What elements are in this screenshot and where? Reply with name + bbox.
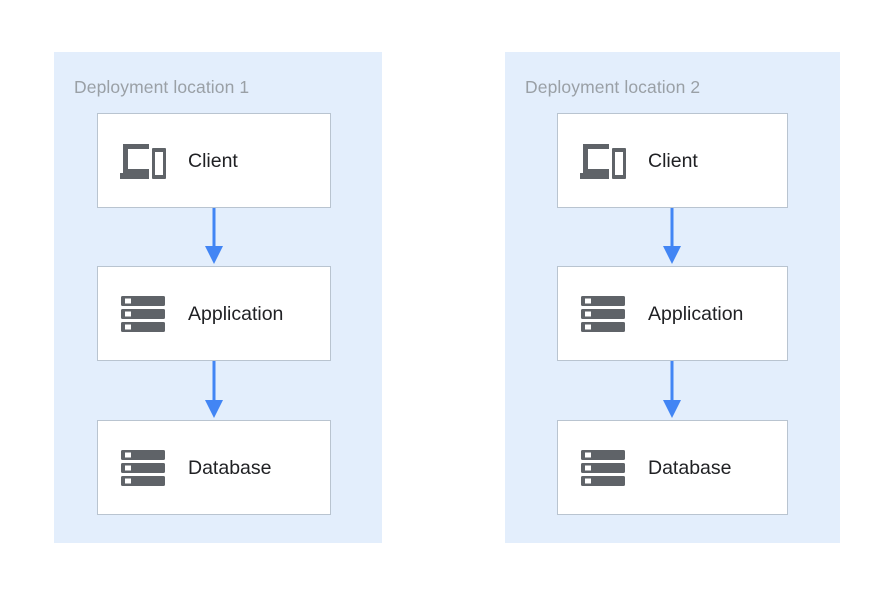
- zone-2-arrow-client-to-application: [660, 208, 684, 266]
- zone-1-label: Deployment location 1: [74, 77, 250, 97]
- zone-1-node-database[interactable]: Database: [97, 420, 331, 515]
- zone-1-node-application[interactable]: Application: [97, 266, 331, 361]
- zone-1-node-application-label: Application: [188, 302, 284, 325]
- zone-2-label: Deployment location 2: [525, 77, 701, 97]
- zone-2-node-database[interactable]: Database: [557, 420, 788, 515]
- zone-1-node-client[interactable]: Client: [97, 113, 331, 208]
- devices-icon: [576, 137, 630, 185]
- zone-1-node-client-label: Client: [188, 149, 238, 172]
- zone-2-node-application-label: Application: [648, 302, 744, 325]
- zone-2-node-application[interactable]: Application: [557, 266, 788, 361]
- zone-2-arrow-application-to-database: [660, 361, 684, 420]
- server-stack-icon: [116, 444, 170, 492]
- zone-1-node-database-label: Database: [188, 456, 272, 479]
- zone-2-node-client[interactable]: Client: [557, 113, 788, 208]
- deployment-zone-2: Deployment location 2 Client: [505, 52, 840, 543]
- deployment-zone-1: Deployment location 1 Client: [54, 52, 382, 543]
- zone-2-node-client-label: Client: [648, 149, 698, 172]
- zone-2-node-database-label: Database: [648, 456, 732, 479]
- devices-icon: [116, 137, 170, 185]
- zone-1-arrow-application-to-database: [202, 361, 226, 420]
- zone-1-arrow-client-to-application: [202, 208, 226, 266]
- server-stack-icon: [576, 444, 630, 492]
- server-stack-icon: [576, 290, 630, 338]
- server-stack-icon: [116, 290, 170, 338]
